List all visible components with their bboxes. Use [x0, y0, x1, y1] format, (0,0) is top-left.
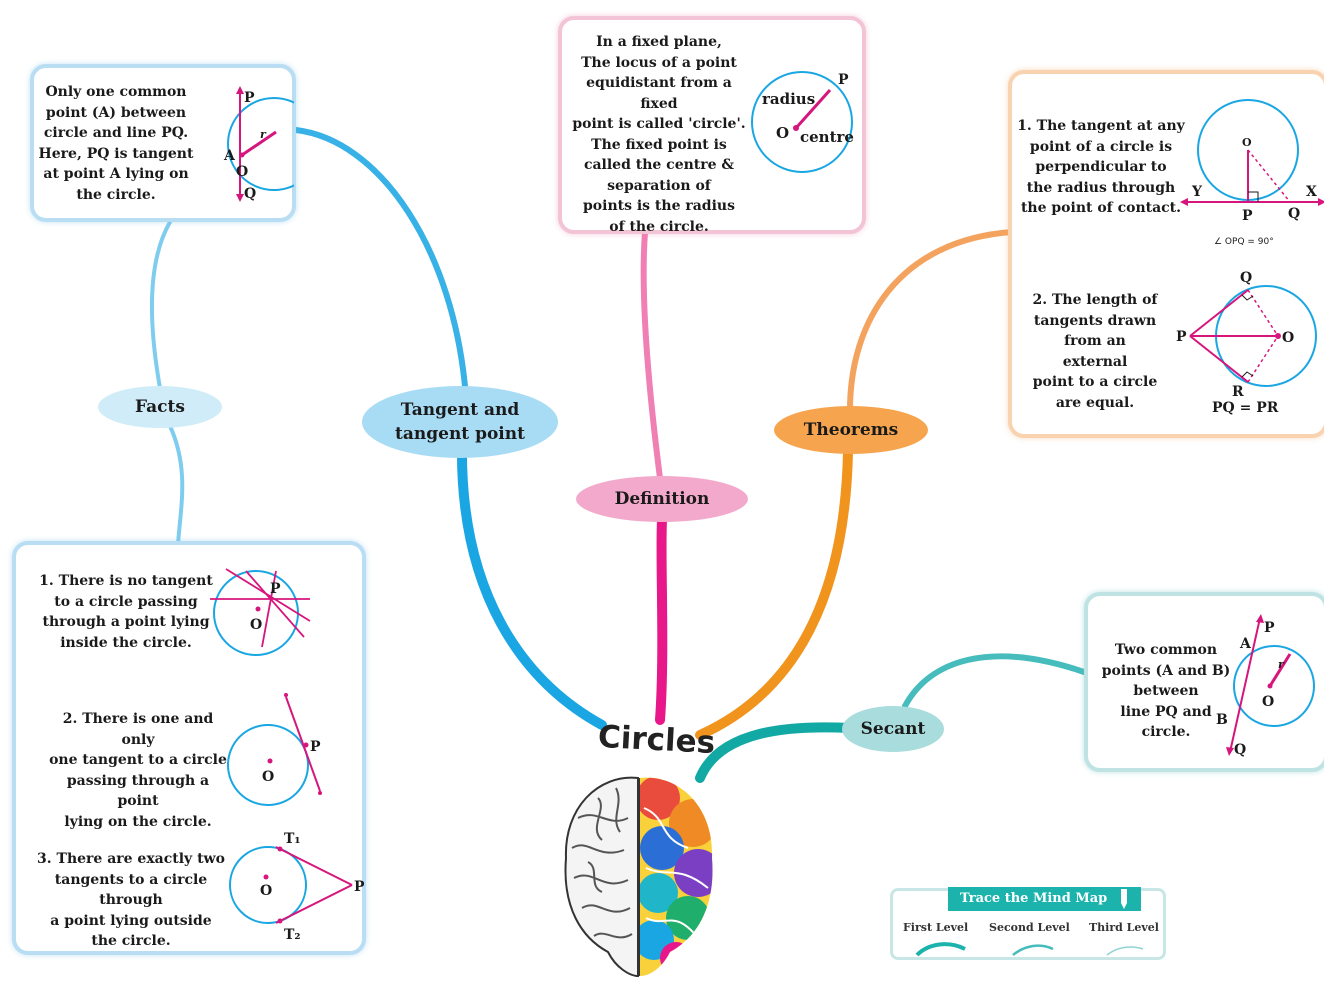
tangent-label-p: P	[244, 90, 255, 106]
legend-third-level: Third Level	[1089, 921, 1159, 934]
secant-label-a: A	[1239, 636, 1252, 652]
secant-info-box: Two common points (A and B) between line…	[1084, 592, 1324, 772]
theorem-1-diagram: O Y X P Q ∠ OPQ = 90°	[1180, 99, 1324, 247]
branch-secant[interactable]: Secant	[842, 706, 944, 752]
secant-label-o: O	[1262, 694, 1274, 710]
fact-3-label-p: P	[354, 879, 364, 895]
secant-label-r: r	[1278, 658, 1285, 671]
branch-theorems[interactable]: Theorems	[774, 406, 928, 454]
secant-diagram: A P B Q O r	[1216, 614, 1315, 758]
fact-2-label-p: P	[310, 739, 321, 755]
tangent-label-a: A	[223, 148, 236, 164]
tangent-label-q: Q	[244, 186, 256, 202]
definition-label-p: P	[838, 72, 849, 88]
fact-1-diagram: P O	[210, 568, 311, 656]
connector-pink-main	[655, 515, 668, 725]
brain-icon	[564, 776, 713, 978]
fact-1-text: 1. There is no tangent to a circle passi…	[39, 573, 213, 651]
theorem-1-label-p: P	[1242, 208, 1253, 224]
fact-3-label-t2: T₂	[284, 927, 301, 943]
theorem-2-diagram: Q P O R PQ = PR	[1176, 270, 1317, 416]
secant-label-b: B	[1216, 712, 1228, 728]
connector-orange-main	[695, 447, 853, 740]
fact-3-diagram: T₁ O P T₂	[229, 831, 364, 943]
pencil-icon	[1121, 889, 1128, 909]
connector-blue-main	[456, 440, 607, 730]
fact-2-diagram: P O	[227, 693, 322, 806]
branch-facts[interactable]: Facts	[98, 386, 222, 428]
legend-first-level: First Level	[903, 921, 969, 934]
secant-label-p: P	[1264, 620, 1275, 636]
connector-pink-definition	[640, 229, 663, 481]
branch-tangent[interactable]: Tangent and tangent point	[362, 386, 558, 458]
tangent-info-box: Only one common point (A) between circle…	[30, 64, 296, 222]
center-title: Circles	[597, 718, 717, 762]
secant-description: Two common points (A and B) between line…	[1101, 642, 1231, 740]
theorem-2-text: 2. The length of tangents drawn from an …	[1032, 292, 1158, 411]
definition-diagram: radius P O centre	[751, 71, 854, 173]
theorem-1-angle: ∠ OPQ = 90°	[1214, 237, 1274, 247]
tangent-diagram: P A Q O r	[223, 86, 294, 202]
facts-info-box: 1. There is no tangent to a circle passi…	[12, 541, 366, 955]
fact-3-label-t1: T₁	[284, 831, 301, 847]
theorem-1-label-o: O	[1242, 136, 1252, 149]
definition-label-centre: centre	[800, 128, 854, 146]
theorem-2-label-o: O	[1282, 330, 1294, 346]
connector-orange-theorems	[847, 229, 1015, 413]
legend-second-level: Second Level	[989, 921, 1070, 934]
legend: Trace the Mind Map First Level Second Le…	[890, 887, 1166, 960]
secant-label-q: Q	[1234, 742, 1246, 758]
fact-2-label-o: O	[262, 769, 274, 785]
tangent-label-o: O	[236, 164, 248, 180]
connector-facts-up	[149, 220, 172, 390]
fact-3-label-o: O	[260, 883, 272, 899]
theorems-info-box: 1. The tangent at any point of a circle …	[1008, 70, 1324, 438]
connector-teal-main	[695, 722, 855, 783]
connector-teal-secant	[902, 653, 1087, 709]
definition-info-box: In a fixed plane, The locus of a point e…	[558, 16, 866, 235]
theorem-1-text: 1. The tangent at any point of a circle …	[1017, 118, 1185, 216]
tangent-description: Only one common point (A) between circle…	[38, 84, 194, 203]
fact-2-text: 2. There is one and only one tangent to …	[49, 711, 227, 830]
fact-1-label-p: P	[270, 581, 281, 597]
legend-strokes	[915, 942, 1144, 957]
theorem-2-equation: PQ = PR	[1212, 400, 1279, 416]
theorem-1-label-y: Y	[1191, 184, 1203, 200]
theorem-2-label-q: Q	[1240, 270, 1252, 286]
theorem-1-label-x: X	[1306, 184, 1317, 200]
definition-description: In a fixed plane, The locus of a point e…	[572, 34, 746, 235]
tangent-label-r: r	[260, 128, 267, 141]
branch-definition[interactable]: Definition	[576, 476, 748, 522]
fact-3-text: 3. There are exactly two tangents to a c…	[37, 851, 225, 949]
connector-blue-tangent	[293, 127, 469, 401]
legend-title-text: Trace the Mind Map	[960, 891, 1108, 906]
theorem-1-label-q: Q	[1288, 206, 1300, 222]
connector-facts-down	[168, 424, 185, 547]
theorem-2-label-r: R	[1232, 384, 1244, 400]
definition-label-o: O	[776, 124, 789, 142]
fact-1-label-o: O	[250, 617, 262, 633]
definition-label-radius: radius	[762, 90, 815, 108]
theorem-2-label-p: P	[1176, 329, 1187, 345]
legend-title: Trace the Mind Map	[948, 887, 1142, 911]
